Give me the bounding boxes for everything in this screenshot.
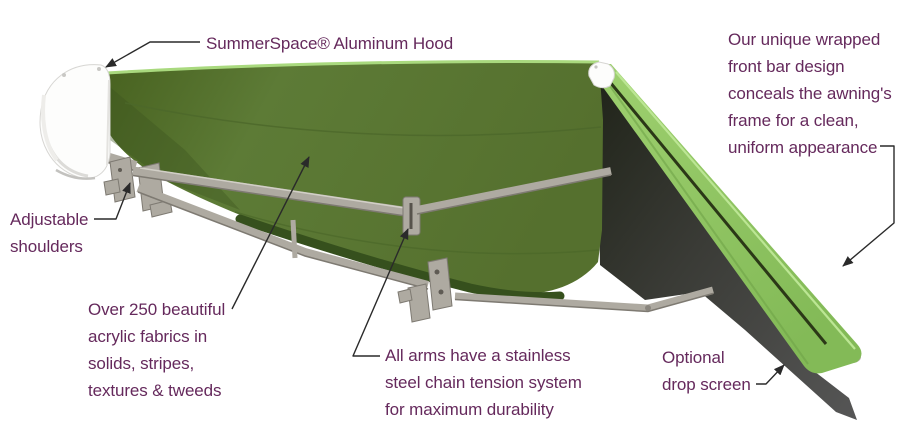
- fabric-seam-line: [124, 102, 602, 137]
- front-bar-inner-shade: [599, 71, 809, 365]
- front-bar-groove: [603, 75, 828, 345]
- leader-hood-arrow: [105, 41, 200, 68]
- arm-chain-joint: [645, 305, 651, 311]
- folding-arm-right: [136, 184, 714, 323]
- fabric-top-highlight: [106, 59, 600, 75]
- label-front-bar: Our unique wrapped front bar design conc…: [728, 30, 892, 157]
- drop-screen-shape: [597, 64, 857, 420]
- arm-support-post: [290, 219, 298, 259]
- leader-arms-arrow: [352, 228, 409, 357]
- label-aluminum-hood: SummerSpace® Aluminum Hood: [206, 34, 454, 53]
- cap-screw: [594, 65, 598, 69]
- leader-fabrics-arrow: [231, 156, 310, 310]
- hood-screw: [62, 73, 66, 77]
- hood-screw: [97, 67, 101, 71]
- leader-shoulders-arrow: [94, 182, 131, 220]
- label-arms: All arms have a stainless steel chain te…: [385, 346, 582, 419]
- leader-front-bar-arrow: [842, 145, 895, 267]
- aluminum-hood-shape: [39, 64, 111, 180]
- front-bar-highlight: [615, 71, 856, 350]
- label-drop-screen: Optional drop screen: [662, 348, 751, 394]
- folding-arm-left: [132, 166, 612, 236]
- fabric-seam-line: [234, 211, 600, 255]
- arm-elbow-bracket: [397, 257, 453, 323]
- front-bar-shape: [594, 64, 862, 374]
- leader-drop-screen-arrow: [756, 364, 785, 385]
- front-bar-top-cap: [588, 61, 615, 89]
- label-adjustable-shoulders: Adjustable shoulders: [10, 210, 89, 256]
- label-fabrics: Over 250 beautiful acrylic fabrics in so…: [88, 300, 226, 400]
